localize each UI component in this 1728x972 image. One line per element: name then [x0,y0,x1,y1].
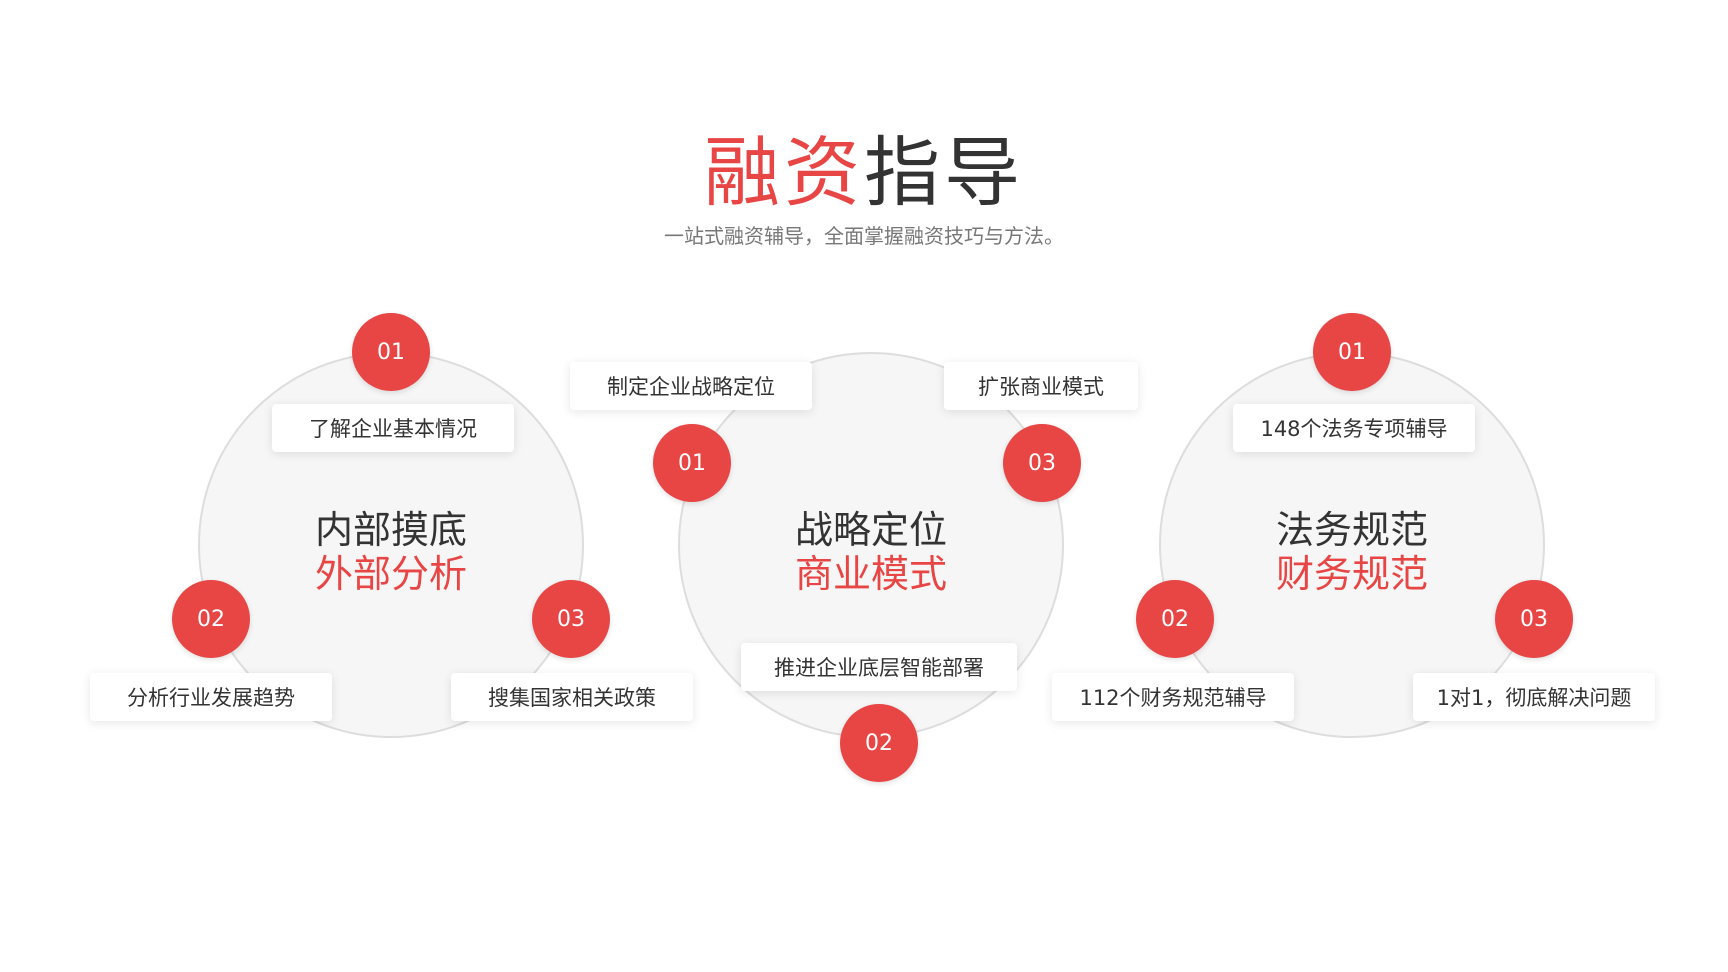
group-1-badge-01: 01 [352,313,430,391]
title-red: 融资 [704,128,864,217]
group-3-badge-01: 01 [1313,313,1391,391]
group-2-label-01: 制定企业战略定位 [570,362,812,410]
group-1-label-03: 搜集国家相关政策 [451,673,693,721]
group-3-center: 法务规范 财务规范 [1232,508,1472,596]
group-3-label-02: 112个财务规范辅导 [1052,673,1294,721]
page-title: 融资指导 [0,128,1728,218]
page-subtitle: 一站式融资辅导，全面掌握融资技巧与方法。 [664,224,1064,248]
group-3-line2: 财务规范 [1275,552,1428,596]
group-1-badge-03: 03 [532,580,610,658]
group-2-label-03: 扩张商业模式 [944,362,1138,410]
group-3-label-01: 148个法务专项辅导 [1233,404,1475,452]
group-1-label-02: 分析行业发展趋势 [90,673,332,721]
group-1-center: 内部摸底 外部分析 [271,508,511,596]
group-2-center: 战略定位 商业模式 [751,508,991,596]
group-1-line1: 内部摸底 [314,508,467,552]
group-3-label-03: 1对1，彻底解决问题 [1413,673,1655,721]
group-1-line2: 外部分析 [314,552,467,596]
group-2-badge-01: 01 [653,424,731,502]
group-2-label-02: 推进企业底层智能部署 [741,643,1017,691]
group-2-badge-03: 03 [1003,424,1081,502]
group-1-label-01: 了解企业基本情况 [272,404,514,452]
group-2-line2: 商业模式 [794,552,947,596]
group-3-badge-02: 02 [1136,580,1214,658]
group-3-line1: 法务规范 [1275,508,1428,552]
group-2-badge-02: 02 [840,704,918,782]
title-dark: 指导 [864,128,1024,217]
group-2-line1: 战略定位 [794,508,947,552]
group-1-badge-02: 02 [172,580,250,658]
group-3-badge-03: 03 [1495,580,1573,658]
